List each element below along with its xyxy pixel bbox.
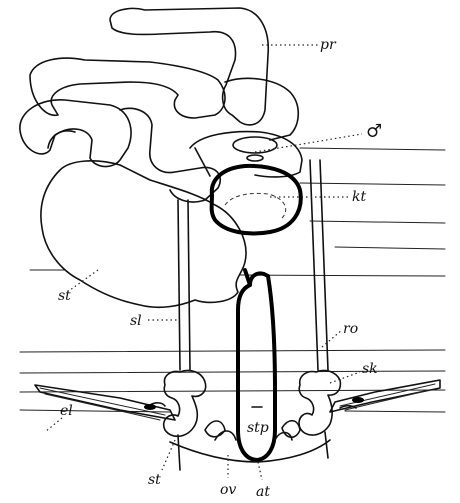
- label-male: ♂: [366, 121, 382, 142]
- label-el: el: [60, 403, 73, 419]
- label-sl: sl: [130, 313, 142, 329]
- label-kt: kt: [352, 189, 366, 205]
- label-stp: stp: [247, 420, 269, 436]
- label-ov: ov: [220, 482, 236, 498]
- label-ro: ro: [343, 321, 358, 337]
- labels: pr ♂ kt st sl ro sk el stp st ov at: [58, 37, 382, 500]
- label-pr: pr: [320, 37, 337, 53]
- reference-lines: [20, 148, 445, 412]
- label-st-upper: st: [58, 288, 71, 304]
- label-st-lower: st: [148, 472, 161, 488]
- label-at: at: [256, 484, 270, 500]
- ducts: [178, 160, 328, 370]
- kt-organ: [190, 132, 302, 234]
- coiled-gut: [20, 8, 298, 202]
- label-sk: sk: [362, 361, 378, 377]
